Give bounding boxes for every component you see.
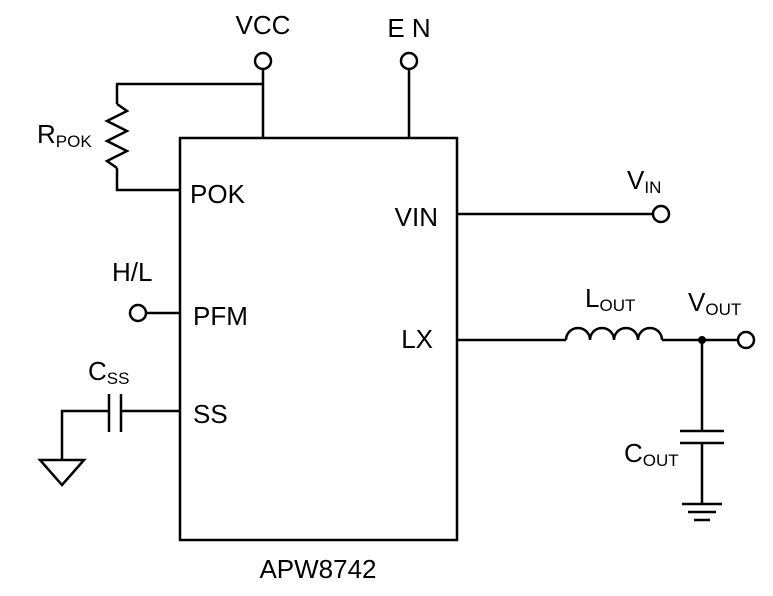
- en-terminal: [399, 51, 419, 71]
- rpok-label: RPOK: [37, 119, 92, 151]
- pok-wire: [115, 168, 180, 192]
- rpok-resistor: [104, 102, 130, 170]
- en-label: E N: [387, 13, 430, 43]
- ic-name: APW8742: [259, 554, 376, 584]
- vout-label: VOUT: [688, 287, 741, 319]
- lout-inductor: [564, 326, 664, 341]
- pin-label-pok: POK: [190, 179, 246, 209]
- vin-terminal: [651, 204, 671, 224]
- pin-label-lx: LX: [401, 324, 433, 354]
- vcc-terminal: [253, 51, 273, 71]
- css-ground-wire: [60, 409, 109, 460]
- pin-label-pfm: PFM: [193, 301, 248, 331]
- pin-label-ss: SS: [193, 399, 228, 429]
- ground-icon: [682, 502, 722, 522]
- vin-label: VIN: [627, 165, 661, 197]
- ic-body: [178, 136, 459, 542]
- ground-triangle-icon: [37, 458, 87, 487]
- vcc-label: VCC: [236, 10, 291, 40]
- css-label: CSS: [88, 356, 129, 388]
- hl-terminal: [128, 303, 148, 323]
- pin-label-vin: VIN: [395, 202, 438, 232]
- cout-label: COUT: [624, 438, 679, 470]
- vout-terminal: [736, 330, 756, 350]
- lout-label: LOUT: [585, 283, 635, 315]
- rpok-wire: [115, 82, 263, 104]
- hl-label: H/L: [112, 257, 152, 287]
